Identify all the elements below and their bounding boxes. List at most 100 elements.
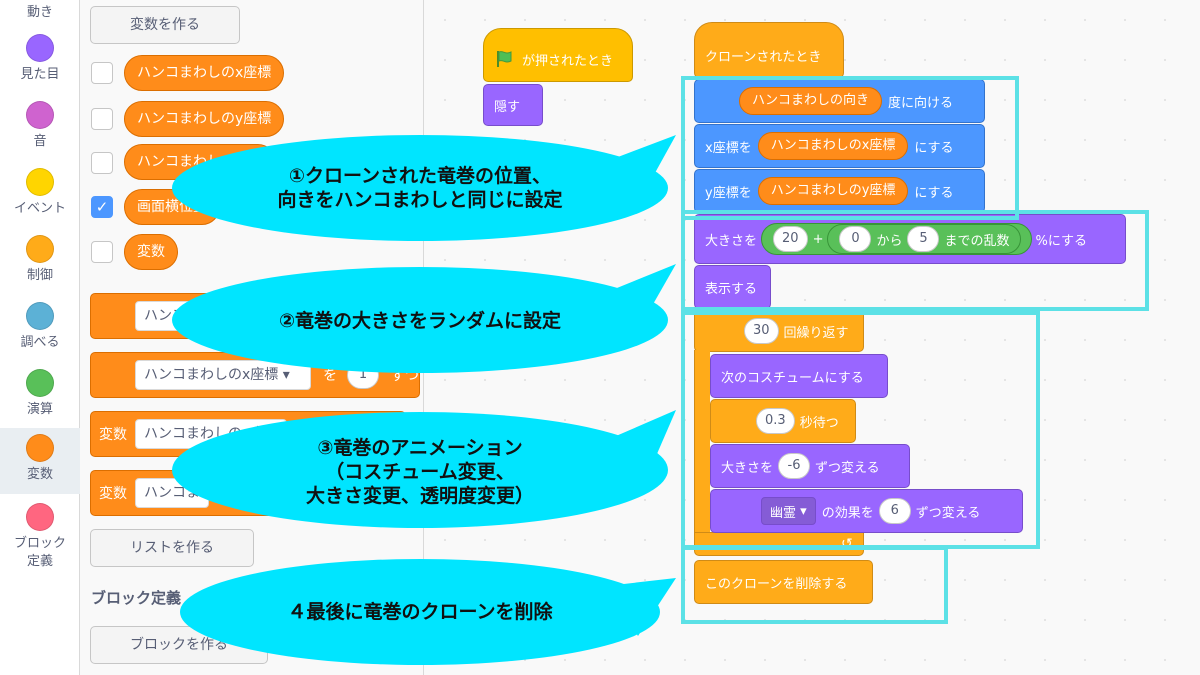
category-label: 変数 (26, 467, 53, 482)
variable-reporter[interactable]: ハンコまわしのy座標 (757, 177, 909, 205)
bubble-2-shape (172, 264, 676, 373)
control-dot-icon (26, 235, 54, 263)
wait-block[interactable]: 0.3 秒待つ (710, 399, 856, 443)
change-effect-block[interactable]: 幽霊 ▾ の効果を 6 ずつ変える (710, 489, 1023, 533)
sound-dot-icon (26, 101, 54, 129)
category-variables[interactable]: 変数 (0, 428, 80, 494)
category-label: 制御 (26, 268, 53, 283)
block-text: 度に向ける (888, 95, 954, 111)
category-sound[interactable]: 音 (0, 95, 80, 161)
dropdown-value: ハンコまわしのx座標 (144, 367, 279, 383)
next-costume-block[interactable]: 次のコスチュームにする (710, 354, 888, 398)
category-looks[interactable]: 見た目 (0, 28, 80, 94)
category-label: イベント (13, 201, 66, 216)
delete-clone-block[interactable]: このクローンを削除する (694, 560, 873, 604)
block-text: にする (914, 140, 954, 156)
block-text: 変数 (99, 427, 127, 443)
set-y-block[interactable]: y座標を ハンコまわしのy座標 にする (694, 169, 985, 213)
highlight-frame-position (681, 76, 1019, 220)
sensing-dot-icon (26, 302, 54, 330)
block-text: を (323, 368, 337, 384)
add-operator[interactable]: 20 + 0 から 5 までの乱数 (761, 223, 1032, 255)
variables-dot-icon (26, 434, 54, 462)
variable-reporter[interactable]: 変数 (124, 234, 178, 270)
number-input[interactable]: -6 (778, 453, 811, 479)
change-size-block[interactable]: 大きさを -6 ずつ変える (710, 444, 910, 488)
annotation-1: ①クローンされた竜巻の位置、 向きをハンコまわしと同じに設定 (277, 165, 563, 211)
category-label: 見た目 (20, 67, 60, 82)
variable-checkbox[interactable] (91, 62, 113, 84)
category-my-blocks[interactable]: ブロック定義 (0, 497, 80, 577)
variable-reporter[interactable]: ハンコまわしのy座標 (124, 101, 285, 137)
category-sensing[interactable]: 調べる (0, 296, 80, 362)
repeat-arm (694, 350, 710, 540)
hide-block[interactable]: 隠す (483, 84, 543, 126)
category-control[interactable]: 制御 (0, 229, 80, 295)
variable-dropdown[interactable]: ハンコまわしのx座標 ▾ (135, 360, 311, 390)
events-dot-icon (26, 168, 54, 196)
block-text: x座標を (705, 140, 752, 156)
category-label: 演算 (26, 402, 53, 417)
number-input[interactable]: 30 (744, 318, 779, 344)
block-text: にする (914, 185, 954, 201)
make-list-button[interactable]: リストを作る (90, 529, 254, 567)
block-def-heading: ブロック定義 (91, 589, 182, 607)
block-text: y座標を (705, 185, 752, 201)
block-text: の効果を (821, 505, 874, 521)
point-in-direction-block[interactable]: ハンコまわしの向き 度に向ける (694, 79, 985, 123)
random-operator[interactable]: 0 から 5 までの乱数 (827, 224, 1021, 254)
number-input[interactable]: 5 (907, 226, 940, 252)
bubble-1-shape (172, 135, 676, 241)
script-area[interactable]: が押されたとき 隠す クローンされたとき ハンコまわしの向き 度に向ける x座標… (425, 0, 1200, 675)
category-label: 調べる (20, 335, 60, 350)
dropdown-value: 幽霊 (770, 505, 797, 521)
set-x-block[interactable]: x座標を ハンコまわしのx座標 にする (694, 124, 985, 168)
show-block[interactable]: 表示する (694, 265, 771, 309)
number-input[interactable]: 20 (773, 226, 808, 252)
highlight-frame-size (681, 210, 1149, 311)
bubble-4-shape (180, 559, 676, 665)
block-text: 秒待つ (799, 415, 839, 431)
block-text: 大きさを (705, 233, 758, 249)
effect-dropdown[interactable]: 幽霊 ▾ (761, 497, 816, 525)
category-label: 音 (33, 134, 47, 149)
variable-checkbox[interactable] (91, 152, 113, 174)
block-text: が押されたとき (522, 53, 614, 69)
green-flag-icon (497, 51, 512, 67)
my-blocks-dot-icon (26, 503, 54, 531)
category-events[interactable]: イベント (0, 162, 80, 228)
annotation-4: ４最後に竜巻のクローンを削除 (287, 601, 553, 623)
highlight-frame-delete (681, 546, 948, 624)
category-operators[interactable]: 演算 (0, 363, 80, 429)
variable-reporter[interactable]: ハンコまわしのx座標 (124, 55, 285, 91)
block-text: ずつ変える (915, 505, 981, 521)
category-label: 動き (26, 5, 53, 20)
block-text: までの乱数 (944, 233, 1010, 249)
variable-reporter[interactable]: ハンコまわしの向き (739, 87, 883, 115)
annotation-2: ②竜巻の大きさをランダムに設定 (278, 310, 562, 332)
number-input[interactable]: 0 (839, 226, 872, 252)
variable-checkbox[interactable] (91, 108, 113, 130)
set-size-block[interactable]: 大きさを 20 + 0 から 5 までの乱数 %にする (694, 214, 1126, 264)
variable-checkbox[interactable] (91, 241, 113, 263)
block-text: 変数 (99, 486, 127, 502)
when-flag-clicked-block[interactable]: が押されたとき (483, 28, 633, 82)
variable-reporter[interactable]: ハンコまわしのx座標 (757, 132, 909, 160)
block-text: 回繰り返す (783, 325, 849, 341)
number-input[interactable]: 0.3 (756, 408, 795, 434)
bubble-3-shape (172, 410, 676, 528)
repeat-block[interactable]: 30 回繰り返す (694, 310, 864, 352)
looks-dot-icon (26, 34, 54, 62)
category-motion[interactable]: 動き (0, 0, 80, 32)
block-text: ずつ変える (815, 460, 880, 476)
annotation-3: ③竜巻のアニメーション （コスチューム変更、 大きさ変更、透明度変更） (305, 437, 534, 507)
variable-checkbox-checked[interactable]: ✓ (91, 196, 113, 218)
category-label: ブロック定義 (13, 536, 66, 569)
repeat-bottom: ↺ (694, 532, 864, 556)
category-menu: 動き 見た目 音 イベント 制御 調べる 演算 変数 ブロック定義 (0, 0, 80, 675)
operator-symbol: + (812, 231, 824, 247)
make-variable-button[interactable]: 変数を作る (90, 6, 240, 44)
number-input[interactable]: 6 (878, 498, 911, 524)
loop-arrow-icon: ↺ (841, 536, 853, 552)
